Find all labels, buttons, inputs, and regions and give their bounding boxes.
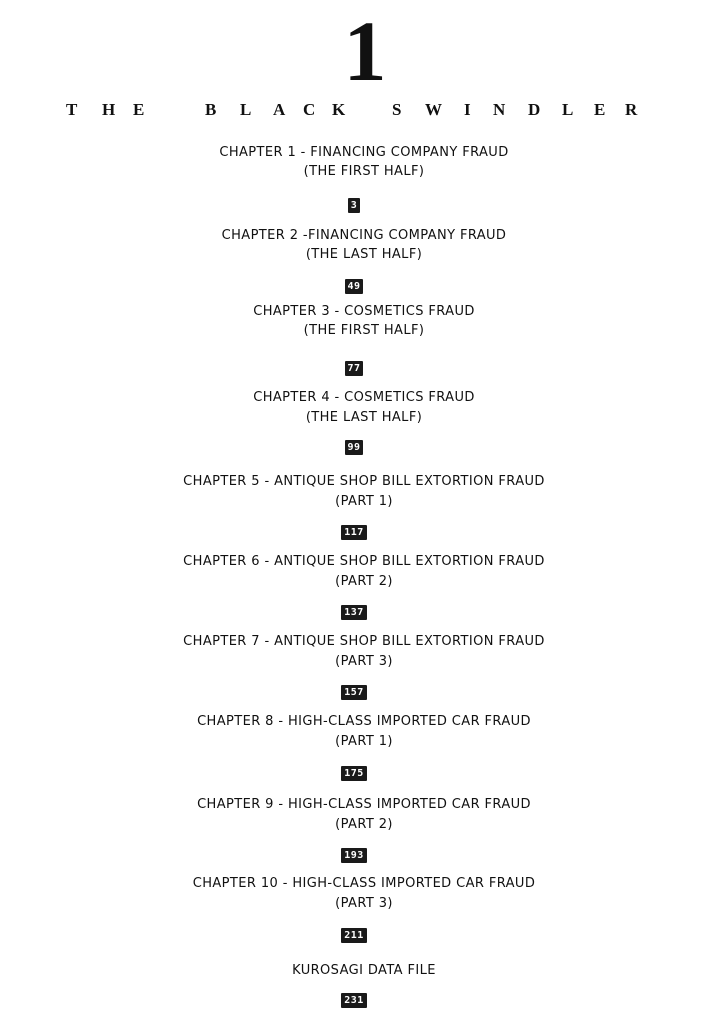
toc-entry-subtitle: (PART 3) (335, 654, 393, 669)
page-number-badge: 175 (341, 766, 367, 781)
title-letter: L (562, 100, 574, 119)
toc-entry-subtitle: (THE LAST HALF) (305, 410, 423, 425)
title-letter: I (464, 100, 471, 119)
toc-entry-subtitle: (PART 2) (335, 574, 393, 589)
page-number-badge: 231 (341, 993, 367, 1008)
toc-entry-title: CHAPTER 8 - HIGH-CLASS IMPORTED CAR FRAU… (197, 714, 531, 729)
toc-entry-subtitle: (THE FIRST HALF) (303, 323, 425, 338)
toc-entry-title: CHAPTER 3 - COSMETICS FRAUD (253, 304, 475, 319)
title-letter: C (303, 100, 316, 119)
toc-entry-subtitle: (PART 1) (335, 494, 393, 509)
toc-entry-subtitle: (THE LAST HALF) (305, 247, 423, 262)
title-letter: E (133, 100, 145, 119)
series-title: T H E B L A C K S W I N D L E R (0, 100, 728, 130)
title-letter: E (594, 100, 606, 119)
toc-entry-subtitle: (PART 2) (335, 817, 393, 832)
title-letter: A (273, 100, 286, 119)
page-number-badge: 77 (345, 361, 363, 376)
page-number-badge: 193 (341, 848, 367, 863)
title-letter: S (392, 100, 402, 119)
title-letter: R (625, 100, 638, 119)
toc-entry-title: CHAPTER 5 - ANTIQUE SHOP BILL EXTORTION … (183, 474, 545, 489)
page-number-badge: 137 (341, 605, 367, 620)
title-letter: D (528, 100, 541, 119)
page-number-badge: 157 (341, 685, 367, 700)
title-letter: H (102, 100, 116, 119)
title-letter: N (493, 100, 506, 119)
toc-entry-subtitle: (PART 3) (335, 896, 393, 911)
title-letter: W (425, 100, 442, 119)
page-number-badge: 211 (341, 928, 367, 943)
toc-entry-title: CHAPTER 6 - ANTIQUE SHOP BILL EXTORTION … (183, 554, 545, 569)
title-letter: T (66, 100, 78, 119)
volume-number: 1 (343, 3, 387, 99)
page-number-badge: 3 (348, 198, 360, 213)
toc-entry-title: CHAPTER 4 - COSMETICS FRAUD (253, 390, 475, 405)
page-number-badge: 99 (345, 440, 363, 455)
toc-entry-title: CHAPTER 7 - ANTIQUE SHOP BILL EXTORTION … (183, 634, 545, 649)
toc-entry-title: CHAPTER 2 -FINANCING COMPANY FRAUD (221, 228, 507, 243)
toc-entry-title: CHAPTER 1 - FINANCING COMPANY FRAUD (219, 145, 509, 160)
toc-entry-title: CHAPTER 9 - HIGH-CLASS IMPORTED CAR FRAU… (197, 797, 531, 812)
title-letter: L (240, 100, 252, 119)
page-number-badge: 49 (345, 279, 363, 294)
toc-entry-subtitle: (PART 1) (335, 734, 393, 749)
toc-entry-subtitle: (THE FIRST HALF) (303, 164, 425, 179)
toc-entry-title: CHAPTER 10 - HIGH-CLASS IMPORTED CAR FRA… (192, 876, 536, 891)
page-number-badge: 117 (341, 525, 367, 540)
title-letter: K (332, 100, 346, 119)
title-letter: B (205, 100, 217, 119)
toc-entry-title: KUROSAGI DATA FILE (292, 963, 436, 978)
